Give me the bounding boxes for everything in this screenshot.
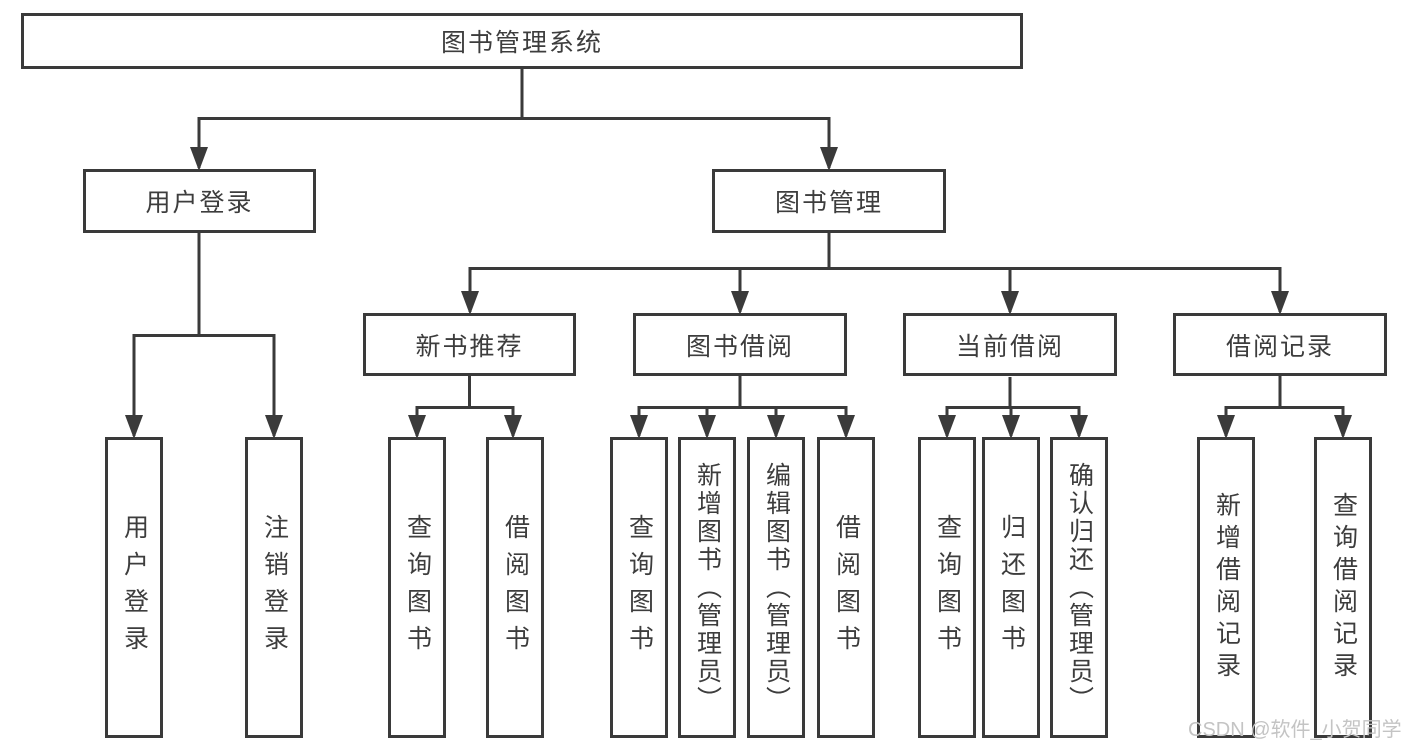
leaf-label: 用户登录 <box>120 513 149 662</box>
leaf-query-book-1: 查询图书 <box>388 437 446 738</box>
arrowhead-icon <box>1217 415 1235 439</box>
leaf-label: 借阅图书 <box>832 513 861 662</box>
leaf-label: 查询图书 <box>625 513 654 662</box>
leaf-label: 借阅图书 <box>501 513 530 662</box>
arrowhead-icon <box>408 415 426 439</box>
leaf-confirm-return-admin: 确认归还（管理员） <box>1050 437 1108 738</box>
arrowhead-icon <box>190 147 208 171</box>
leaf-query-borrow-record: 查询借阅记录 <box>1314 437 1372 738</box>
node-user-login: 用户登录 <box>83 169 316 233</box>
node-new-book-recommend: 新书推荐 <box>363 313 576 376</box>
leaf-borrow-book-2: 借阅图书 <box>817 437 875 738</box>
arrowhead-icon <box>837 415 855 439</box>
arrowhead-icon <box>698 415 716 439</box>
arrowhead-icon <box>820 147 838 171</box>
leaf-label: 归还图书 <box>997 513 1026 662</box>
leaf-label: 查询图书 <box>403 513 432 662</box>
node-borrow-records: 借阅记录 <box>1173 313 1387 376</box>
arrowhead-icon <box>1271 291 1289 315</box>
leaf-label: 确认归还（管理员） <box>1065 461 1094 714</box>
arrowhead-icon <box>630 415 648 439</box>
arrowhead-icon <box>265 415 283 439</box>
arrowhead-icon <box>731 291 749 315</box>
leaf-return-book: 归还图书 <box>982 437 1040 738</box>
leaf-borrow-book-1: 借阅图书 <box>486 437 544 738</box>
leaf-label: 新增图书（管理员） <box>693 461 722 714</box>
arrowhead-icon <box>1002 415 1020 439</box>
leaf-label: 注销登录 <box>260 513 289 662</box>
leaf-label: 查询图书 <box>933 513 962 662</box>
arrowhead-icon <box>938 415 956 439</box>
leaf-edit-book-admin: 编辑图书（管理员） <box>747 437 805 738</box>
arrowhead-icon <box>1070 415 1088 439</box>
arrowhead-icon <box>125 415 143 439</box>
leaf-query-book-3: 查询图书 <box>918 437 976 738</box>
arrowhead-icon <box>767 415 785 439</box>
connector-lines <box>132 69 1345 436</box>
leaf-label: 编辑图书（管理员） <box>762 461 791 714</box>
node-book-management: 图书管理 <box>712 169 946 233</box>
node-book-borrow: 图书借阅 <box>633 313 847 376</box>
leaf-user-login: 用户登录 <box>105 437 163 738</box>
leaf-add-borrow-record: 新增借阅记录 <box>1197 437 1255 738</box>
leaf-query-book-2: 查询图书 <box>610 437 668 738</box>
arrowhead-icon <box>1334 415 1352 439</box>
arrowhead-icon <box>1001 291 1019 315</box>
leaf-logout: 注销登录 <box>245 437 303 738</box>
leaf-add-book-admin: 新增图书（管理员） <box>678 437 736 738</box>
csdn-watermark: CSDN @软件_小贺同学 <box>1188 719 1402 741</box>
node-current-borrow: 当前借阅 <box>903 313 1117 376</box>
arrowhead-icon <box>504 415 522 439</box>
arrowhead-icon <box>461 291 479 315</box>
leaf-label: 查询借阅记录 <box>1329 491 1358 684</box>
leaf-label: 新增借阅记录 <box>1212 491 1241 684</box>
node-root: 图书管理系统 <box>21 13 1023 69</box>
